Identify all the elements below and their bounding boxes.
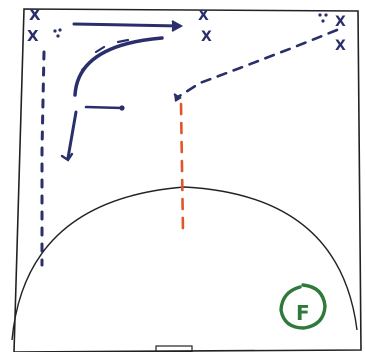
- orange-screen-path: [179, 102, 185, 234]
- high-post-endpoint: [173, 93, 182, 102]
- left-dashed-cut: [40, 50, 46, 267]
- top-pass-line: [72, 22, 182, 28]
- dots-left: [53, 28, 62, 38]
- player-x-left: X: [27, 27, 39, 45]
- drive-down-path: [66, 110, 78, 160]
- top-pass-arrowhead: [171, 20, 184, 32]
- top-right-dashed-pass: [176, 28, 339, 99]
- player-x-top-center: X: [198, 8, 209, 24]
- player-x-right: X: [335, 38, 346, 54]
- player-x-center: X: [201, 29, 212, 45]
- curved-run-path: [73, 36, 164, 97]
- player-x-top-right: X: [335, 14, 346, 30]
- half-court-arc: [11, 186, 358, 341]
- curved-run-tick: [80, 38, 130, 72]
- court-boundary: [13, 8, 362, 352]
- dots-right: [318, 13, 328, 23]
- logo-letter: F: [296, 301, 310, 325]
- baseline-marker: [155, 345, 193, 352]
- drive-down-end: [60, 152, 74, 162]
- player-x-top-left: X: [29, 6, 41, 24]
- short-cut-path: [84, 105, 124, 110]
- short-cut-endpoint: [119, 105, 125, 111]
- circle-badge-icon: F: [279, 283, 327, 330]
